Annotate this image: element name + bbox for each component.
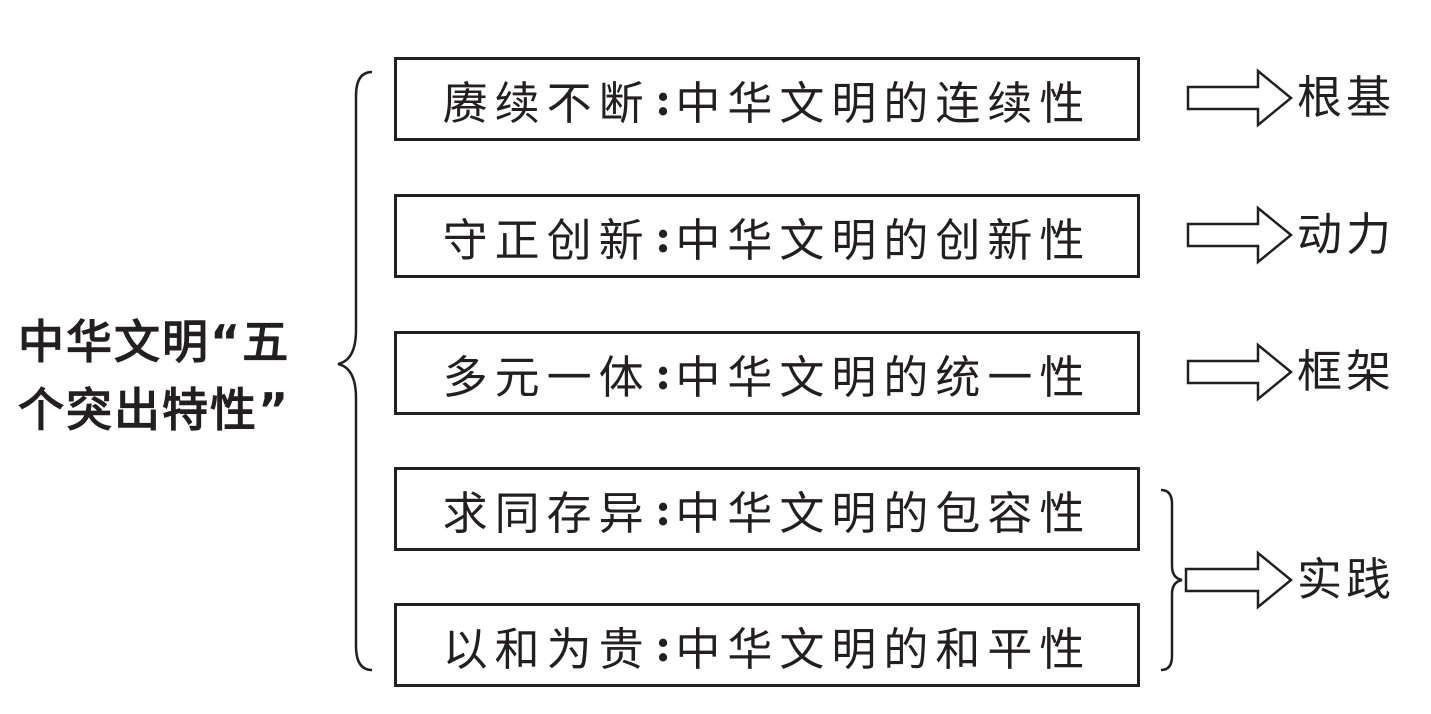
trait-box-unity: 多元一体:中华文明的统一性 xyxy=(394,331,1140,415)
trait-label: 求同存异 xyxy=(442,486,651,540)
result-driving-force: 动力 xyxy=(1297,208,1396,261)
diagram-title: 中华文明“五 个突出特性” xyxy=(18,308,343,444)
trait-separator: : xyxy=(654,346,672,400)
trait-desc: 中华文明的创新性 xyxy=(675,213,1092,267)
trait-box-innovation: 守正创新:中华文明的创新性 xyxy=(394,194,1140,278)
trait-desc: 中华文明的包容性 xyxy=(675,486,1092,540)
trait-desc: 中华文明的连续性 xyxy=(675,76,1092,130)
trait-label: 多元一体 xyxy=(442,350,651,404)
trait-separator: : xyxy=(654,618,672,672)
title-line-1: 中华文明“五 xyxy=(18,315,291,369)
right-brace-icon xyxy=(1160,488,1183,672)
trait-desc: 中华文明的和平性 xyxy=(675,622,1092,676)
trait-label: 以和为贵 xyxy=(442,622,651,676)
trait-box-peace: 以和为贵:中华文明的和平性 xyxy=(394,603,1140,687)
hollow-arrow-icon xyxy=(1186,342,1293,402)
left-brace-icon xyxy=(337,70,373,672)
result-framework: 框架 xyxy=(1297,345,1396,398)
trait-box-inclusiveness: 求同存异:中华文明的包容性 xyxy=(394,467,1140,551)
trait-separator: : xyxy=(654,482,672,536)
hollow-arrow-icon xyxy=(1184,550,1293,610)
trait-label: 赓续不断 xyxy=(442,76,651,130)
trait-desc: 中华文明的统一性 xyxy=(675,350,1092,404)
title-line-2: 个突出特性” xyxy=(18,383,291,437)
trait-box-continuity: 赓续不断:中华文明的连续性 xyxy=(394,57,1140,141)
trait-separator: : xyxy=(654,72,672,126)
trait-label: 守正创新 xyxy=(442,213,651,267)
hollow-arrow-icon xyxy=(1186,68,1293,128)
result-foundation: 根基 xyxy=(1297,71,1396,124)
trait-separator: : xyxy=(654,209,672,263)
hollow-arrow-icon xyxy=(1186,205,1293,265)
result-practice: 实践 xyxy=(1297,553,1396,606)
